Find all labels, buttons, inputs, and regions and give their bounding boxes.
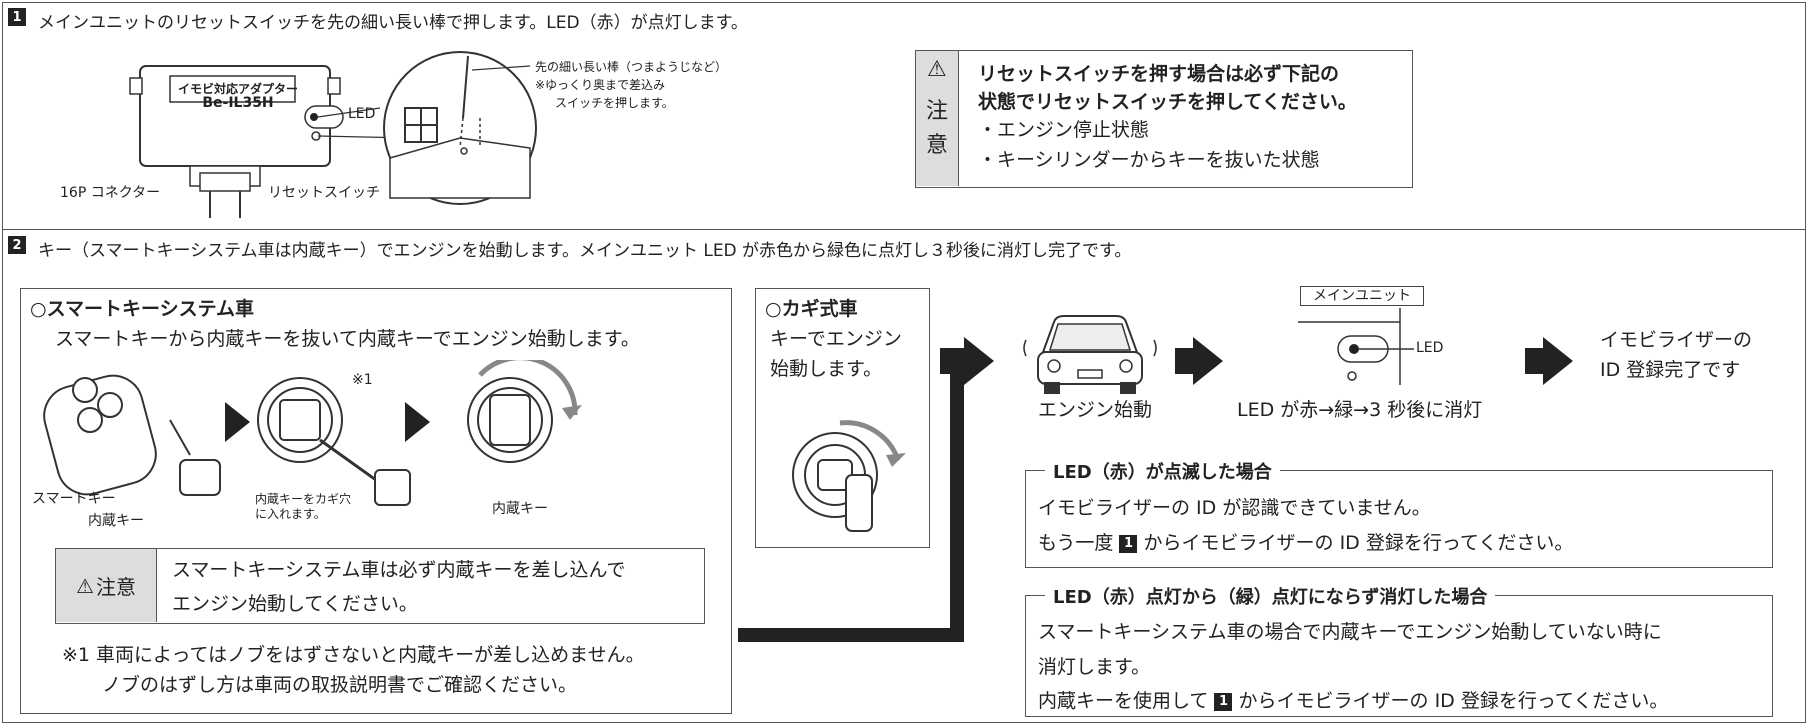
done-line1: イモビライザーの	[1600, 329, 1753, 351]
step2-instruction: キー（スマートキーシステム車は内蔵キー）でエンジンを始動します。メインユニット …	[38, 241, 1132, 261]
blink-line2: もう一度 1 からイモビライザーの ID 登録を行ってください。	[1038, 528, 1573, 555]
smart-title: ○スマートキーシステム車	[30, 298, 255, 320]
step1-number: 1	[8, 8, 26, 26]
connector-label: 16P コネクター	[60, 185, 161, 201]
engine-start-label: エンジン始動	[1038, 399, 1153, 421]
smart-desc: スマートキーから内蔵キーを抜いて内蔵キーでエンジン始動します。	[55, 328, 640, 350]
innerkey-label-b: 内蔵キー	[492, 501, 548, 517]
arrow3-shaft	[1525, 348, 1545, 374]
reset-switch-label: リセットスイッチ	[268, 185, 380, 201]
off-line1: スマートキーシステム車の場合で内蔵キーでエンジン始動していない時に	[1038, 621, 1662, 643]
caution-line3: ・エンジン停止状態	[978, 119, 1150, 141]
section-divider	[2, 229, 1806, 230]
key-line2: 始動します。	[770, 358, 883, 380]
off-line3-b: からイモビライザーの ID 登録を行ってください。	[1232, 690, 1669, 712]
arrow1-shaft	[940, 348, 966, 374]
innerkey-label-a: 内蔵キー	[88, 513, 144, 529]
smart-caution-label: ⚠ 注意	[56, 549, 157, 622]
arrow1-head	[964, 337, 994, 385]
led-unit-illustration	[1298, 308, 1414, 385]
blink-box	[1025, 470, 1773, 568]
blink-step-ref: 1	[1119, 534, 1138, 553]
off-title: LED（赤）点灯から（緑）点灯にならず消灯した場合	[1045, 583, 1496, 609]
off-line3: 内蔵キーを使用して 1 からイモビライザーの ID 登録を行ってください。	[1038, 686, 1668, 713]
stick-label-1: 先の細い長い棒（つまようじなど）	[535, 60, 728, 74]
main-unit-label: メインユニット	[1300, 286, 1424, 306]
off-line2: 消灯します。	[1038, 656, 1151, 678]
done-line2: ID 登録完了です	[1600, 359, 1741, 381]
step1-caution-box: ⚠ 注 意 リセットスイッチを押す場合は必ず下記の 状態でリセットスイッチを押し…	[915, 50, 1413, 188]
key-line1: キーでエンジン	[770, 328, 902, 350]
off-step-ref: 1	[1214, 692, 1233, 711]
off-line3-a: 内蔵キーを使用して	[1038, 690, 1215, 712]
caution-char-2: 意	[926, 133, 949, 158]
caution-line4: ・キーシリンダーからキーを抜いた状態	[978, 149, 1320, 171]
led-flow-label: LED	[1416, 340, 1444, 356]
blink-line2-a: もう一度	[1038, 532, 1120, 554]
warning-icon: ⚠	[927, 57, 947, 82]
smart-caution-word: 注意	[95, 575, 136, 599]
blink-line1: イモビライザーの ID が認識できていません。	[1038, 497, 1431, 519]
car-icon	[1023, 315, 1157, 394]
caution-line1: リセットスイッチを押す場合は必ず下記の	[978, 63, 1340, 85]
note-mark: ※1	[352, 372, 373, 388]
smart-caution-icon: ⚠	[76, 573, 94, 598]
connector-line-vertical	[950, 350, 964, 642]
smart-caution-box: ⚠ 注意 スマートキーシステム車は必ず内蔵キーを差し込んで エンジン始動してくだ…	[55, 548, 705, 624]
caution-line2: 状態でリセットスイッチを押してください。	[978, 91, 1357, 113]
smart-caution-line1: スマートキーシステム車は必ず内蔵キーを差し込んで	[172, 559, 626, 581]
insert-label-2: に入れます。	[255, 507, 326, 521]
led-label: LED	[348, 106, 376, 122]
step1-instruction: メインユニットのリセットスイッチを先の細い長い棒で押します。LED（赤）が点灯し…	[38, 13, 748, 33]
stick-label-3: スイッチを押します。	[555, 96, 674, 110]
main-unit-illustration	[129, 51, 537, 218]
key-cylinder-illustration	[792, 420, 906, 532]
arrow3-head	[1543, 337, 1573, 385]
caution-side-panel	[916, 51, 959, 186]
blink-line2-b: からイモビライザーの ID 登録を行ってください。	[1137, 532, 1574, 554]
smart-caution-line2: エンジン始動してください。	[172, 593, 418, 615]
off-box	[1025, 595, 1773, 717]
smartkey-label: スマートキー	[32, 491, 116, 507]
device-label-small: イモビ対応アダプター	[178, 82, 299, 96]
footnote-2: ノブのはずし方は車両の取扱説明書でご確認ください。	[102, 674, 578, 696]
led-result-label: LED が赤→緑→3 秒後に消灯	[1237, 399, 1483, 421]
footnote-1: ※1 車両によってはノブをはずさないと内蔵キーが差し込めません。	[62, 644, 645, 666]
step2-number: 2	[8, 236, 26, 254]
arrow2-head	[1193, 337, 1223, 385]
device-label-model: Be-IL35H	[202, 95, 274, 111]
insert-label-1: 内蔵キーをカギ穴	[255, 492, 352, 506]
blink-title: LED（赤）が点滅した場合	[1045, 458, 1280, 484]
connector-line-horizontal	[738, 628, 963, 642]
smart-key-illustration	[43, 360, 582, 506]
stick-label-2: ※ゆっくり奥まで差込み	[535, 78, 666, 92]
key-title: ○カギ式車	[765, 298, 858, 320]
caution-char-1: 注	[926, 99, 949, 124]
arrow2-shaft	[1175, 348, 1195, 374]
